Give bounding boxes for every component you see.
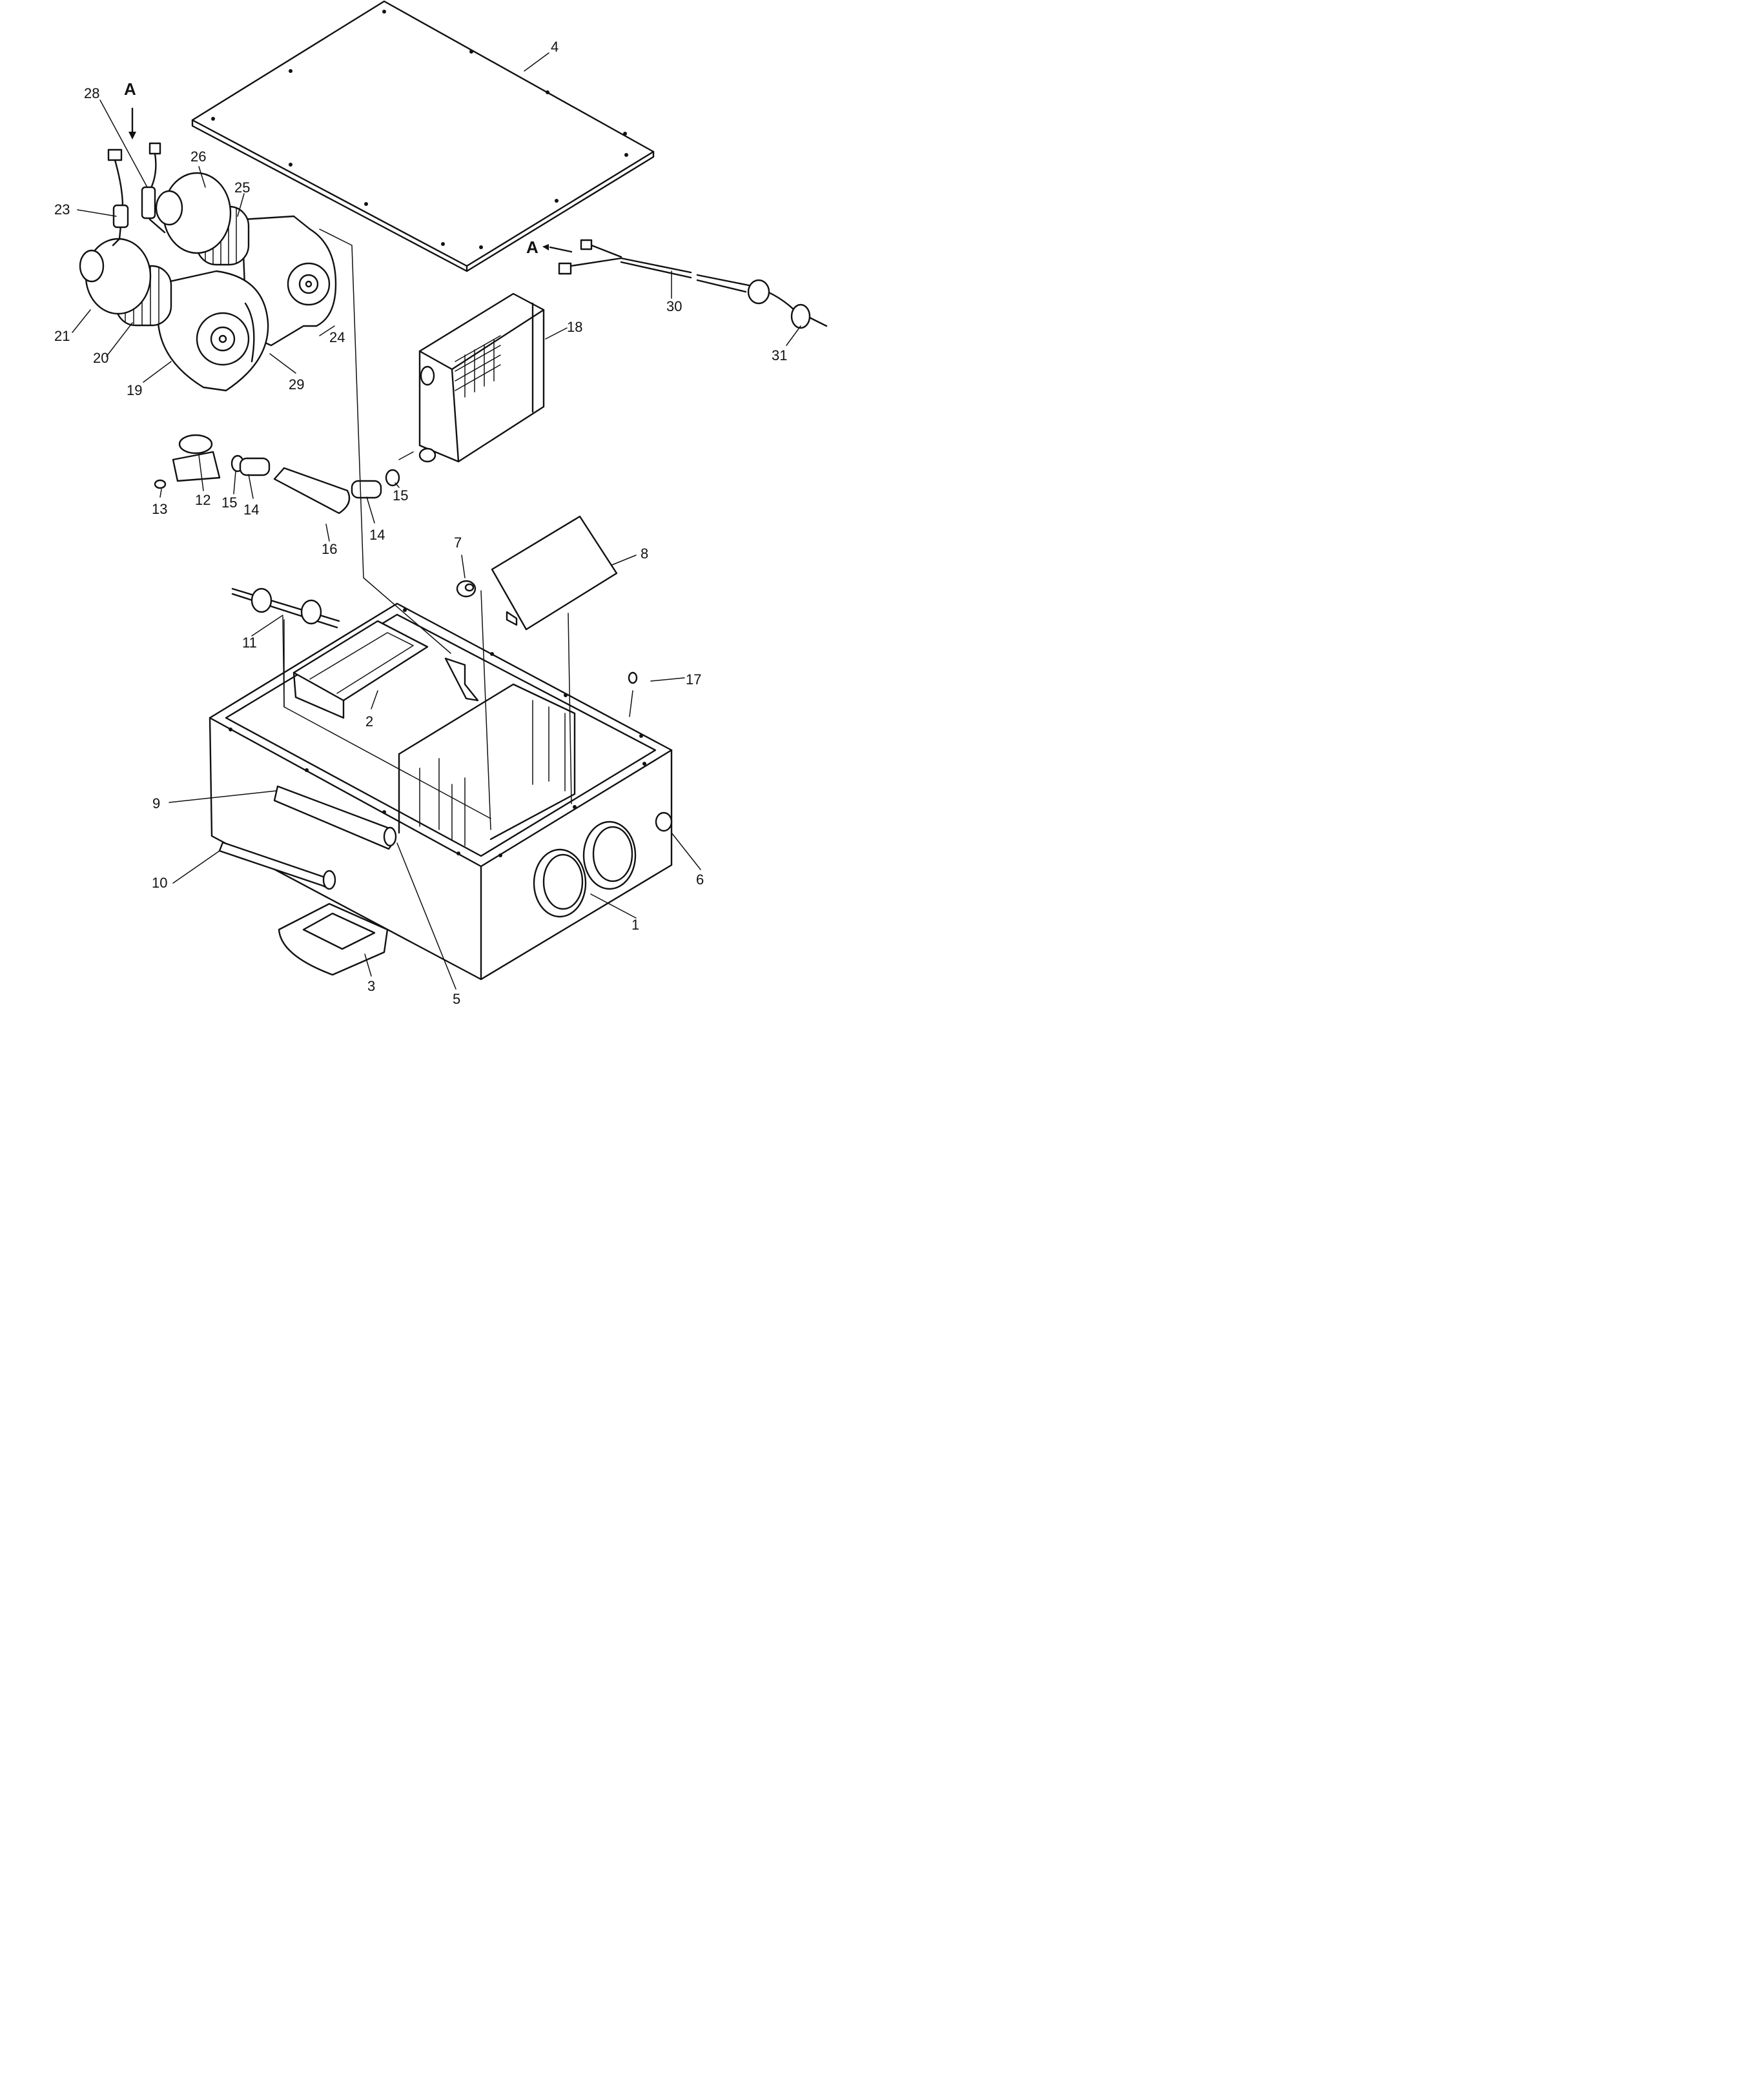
label-part-30: 30: [666, 298, 682, 314]
heater-case: [209, 602, 673, 981]
label-part-12: 12: [195, 492, 210, 508]
label-part-8: 8: [641, 545, 648, 562]
label-part-31: 31: [772, 347, 787, 363]
label-part-1: 1: [631, 917, 639, 933]
label-part-5: 5: [453, 991, 460, 1007]
label-part-23: 23: [54, 201, 70, 218]
label-part-14-left: 14: [243, 502, 259, 518]
label-part-10: 10: [152, 875, 167, 891]
label-part-26: 26: [190, 148, 206, 165]
label-part-20: 20: [93, 350, 108, 366]
bottom-cover: [278, 902, 389, 976]
drain-hose: [231, 587, 638, 684]
callout-labels: A A 4 28 26 25 23 21 20 19 24 29 18 30 3…: [54, 39, 787, 1007]
label-part-14-right: 14: [369, 527, 385, 543]
grommet: [456, 580, 477, 598]
label-part-25: 25: [234, 179, 250, 196]
label-part-19: 19: [127, 382, 142, 398]
hose-fittings: [154, 434, 400, 515]
assembly-guide-lines: [282, 229, 633, 830]
label-part-24: 24: [329, 329, 345, 345]
view-label-a-right: A: [526, 238, 538, 257]
view-label-a-top: A: [124, 79, 136, 99]
wiring-harness: [558, 239, 828, 329]
label-part-6: 6: [696, 872, 704, 888]
label-part-16: 16: [322, 541, 337, 557]
label-part-7: 7: [454, 535, 462, 551]
filter-panel: [491, 515, 618, 631]
label-part-28: 28: [84, 85, 99, 101]
label-part-21: 21: [54, 328, 70, 344]
blower-assembly: [79, 142, 337, 392]
label-part-9: 9: [152, 795, 160, 811]
label-part-2: 2: [365, 713, 373, 729]
label-part-17: 17: [686, 671, 701, 688]
label-part-13: 13: [152, 501, 167, 517]
label-part-11: 11: [242, 635, 257, 651]
cover-plate: [191, 0, 655, 272]
exploded-parts-diagram: A A 4 28 26 25 23 21 20 19 24 29 18 30 3…: [54, 0, 828, 1007]
label-part-15-left: 15: [221, 494, 237, 511]
leader-lines: [72, 52, 801, 990]
view-a-arrows: [128, 107, 573, 253]
heater-core: [418, 292, 545, 463]
label-part-15-right: 15: [393, 487, 408, 504]
label-part-29: 29: [289, 376, 304, 392]
label-part-18: 18: [567, 319, 582, 335]
label-part-4: 4: [551, 39, 559, 55]
label-part-3: 3: [367, 978, 375, 994]
